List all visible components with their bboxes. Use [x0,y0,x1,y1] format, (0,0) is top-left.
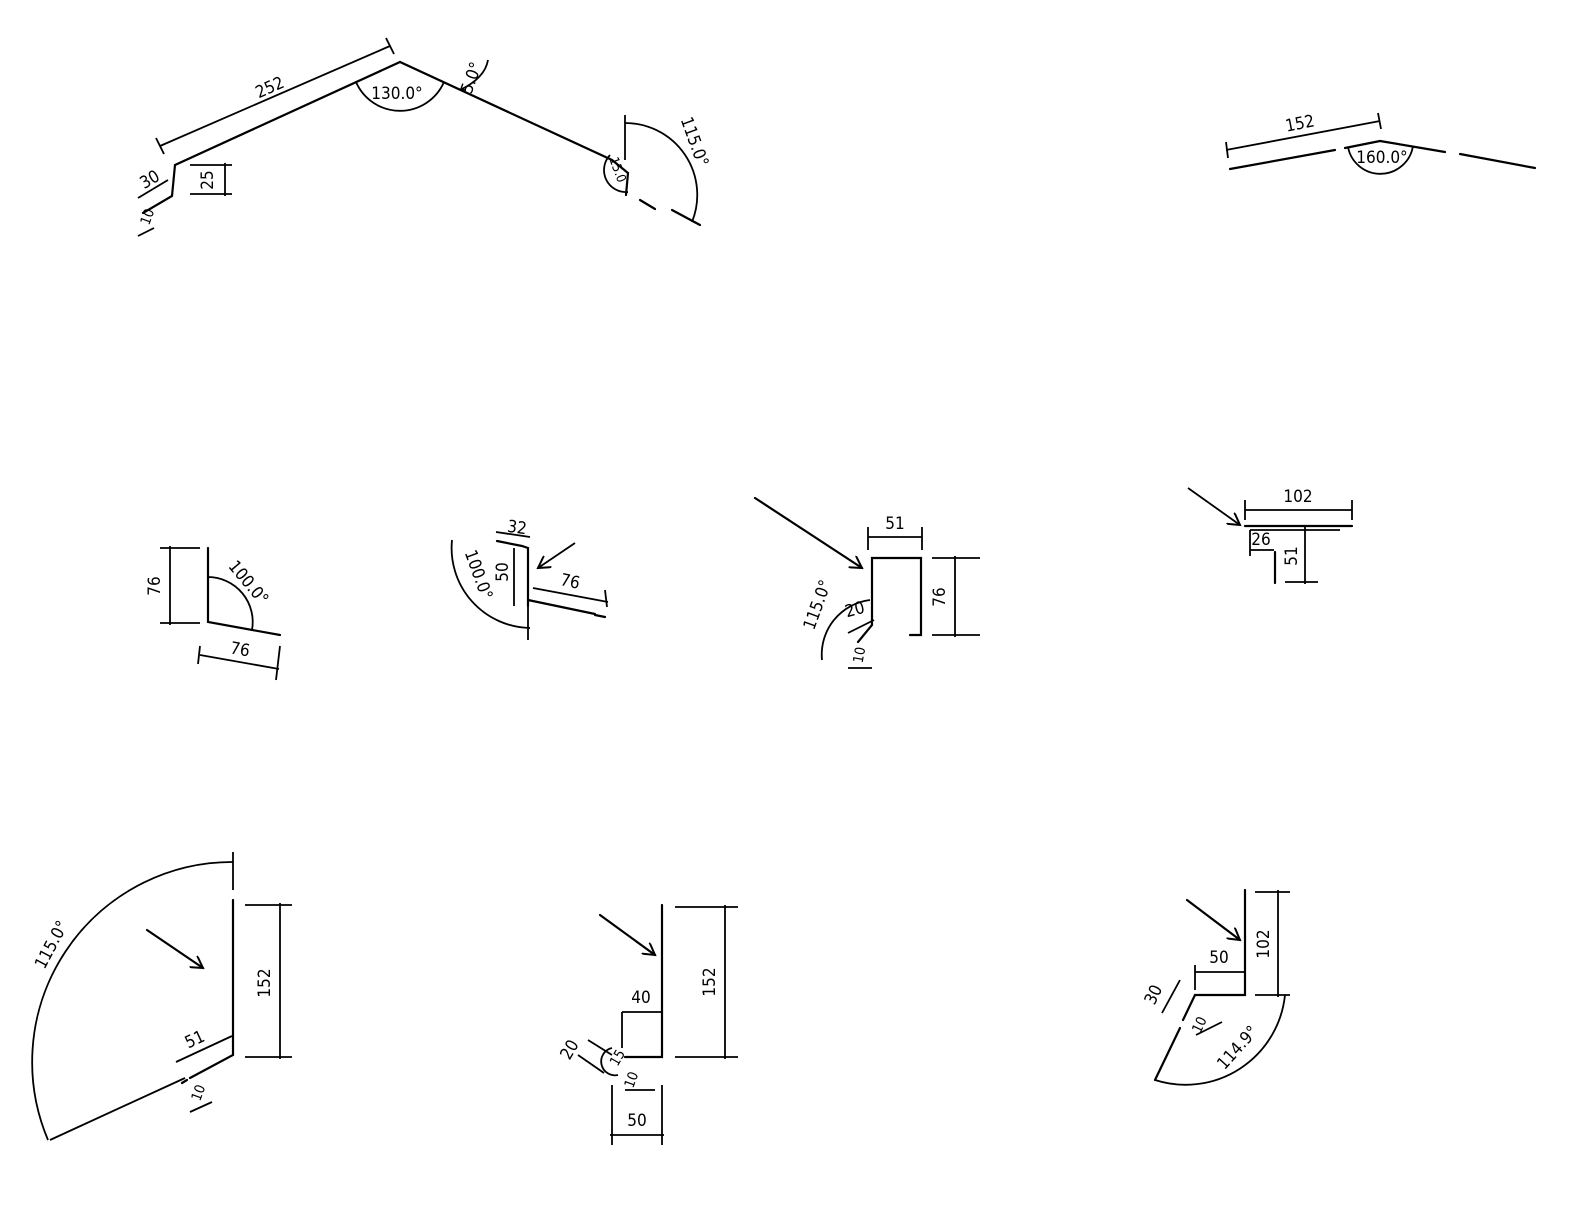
angle-label-130: 130.0° [371,84,422,104]
profile-angle-trim: 76 76 100.0° [145,546,282,681]
angle-arc-114-9 [1154,994,1286,1086]
dim-line-32 [495,531,531,538]
dim-label-40: 40 [631,988,650,1008]
profile-offset-flashing: 102 50 30 10 114.9° [1141,888,1290,1086]
angle-arc-115 [31,861,234,1141]
dim-label-30: 30 [1141,982,1167,1008]
dim-label-10: 10 [622,1070,643,1091]
angle-arc-115 [820,599,871,661]
profile-t-trim: 102 26 51 [1187,487,1354,585]
dim-label-76: 76 [558,570,581,594]
profile-large-flashing: 115.0° 152 51 10 [31,852,292,1141]
profile-channel-trim: 51 76 115.0° 20 10 [753,496,980,669]
dim-line-51 [175,1035,233,1063]
direction-arrow [753,496,862,570]
dim-label-32: 32 [506,517,528,540]
dim-label-102: 102 [1254,929,1274,958]
angle-label-15: 15 [607,1047,629,1069]
dim-label-50: 50 [627,1111,646,1131]
angle-arc-100 [207,576,254,631]
dim-label-102: 102 [1283,487,1312,507]
direction-arrow [538,542,576,568]
dim-label-20: 20 [843,598,867,622]
profile-step-flashing: 40 152 20 15 10 50 [556,903,738,1145]
dim-label-76-v: 76 [145,576,165,595]
angle-label-115: 115.0° [676,114,712,169]
angle-arc-15 [603,154,629,193]
dim-line-76-h [199,654,280,670]
hem-line [638,198,657,211]
direction-arrow [1187,487,1240,525]
dim-label-152: 152 [255,968,275,997]
angle-label-160: 160.0° [1356,148,1407,168]
dim-label-25: 25 [198,170,218,189]
profile-shallow-ridge: 152 160.0° [1225,111,1537,175]
dim-label-76-h: 76 [229,638,252,661]
angle-label-114-9: 114.9° [1213,1022,1262,1074]
direction-arrow [1185,898,1240,940]
dim-line-252 [159,45,391,147]
dim-label-252: 252 [253,73,288,103]
dim-label-51: 51 [1282,546,1302,565]
dim-label-10: 10 [1189,1014,1210,1035]
profile-line [141,60,630,215]
dim-line-152 [1225,120,1381,151]
dim-label-152: 152 [700,967,720,996]
dim-label-26: 26 [1251,530,1270,550]
angle-arc-5 [459,59,489,91]
dim-label-10: 10 [138,207,159,228]
dim-label-10: 10 [851,646,870,665]
dim-label-10: 10 [189,1083,210,1104]
direction-arrow [598,913,655,955]
angle-arc-130 [355,81,445,112]
dim-line-76 [532,587,609,603]
dim-label-50: 50 [493,562,513,581]
dim-label-50: 50 [1209,948,1228,968]
angle-arc-100 [450,539,531,629]
angle-label-115: 115.0° [31,918,73,973]
dim-label-152: 152 [1284,111,1316,136]
dim-label-51: 51 [885,514,904,534]
profile-line-end [670,208,702,227]
profile-drip-edge: 32 50 76 100.0° [450,517,609,640]
profile-ridge-flashing: 252 130.0° 5.0° 115.0° 15.0 25 30 10 [137,37,712,237]
dim-label-30: 30 [137,166,164,193]
angle-arc-115 [624,122,699,223]
angle-arc-160 [1347,145,1414,175]
direction-arrow [145,928,203,968]
angle-label-5: 5.0° [457,60,487,97]
dim-label-76: 76 [930,587,950,606]
dim-label-20: 20 [556,1037,583,1064]
